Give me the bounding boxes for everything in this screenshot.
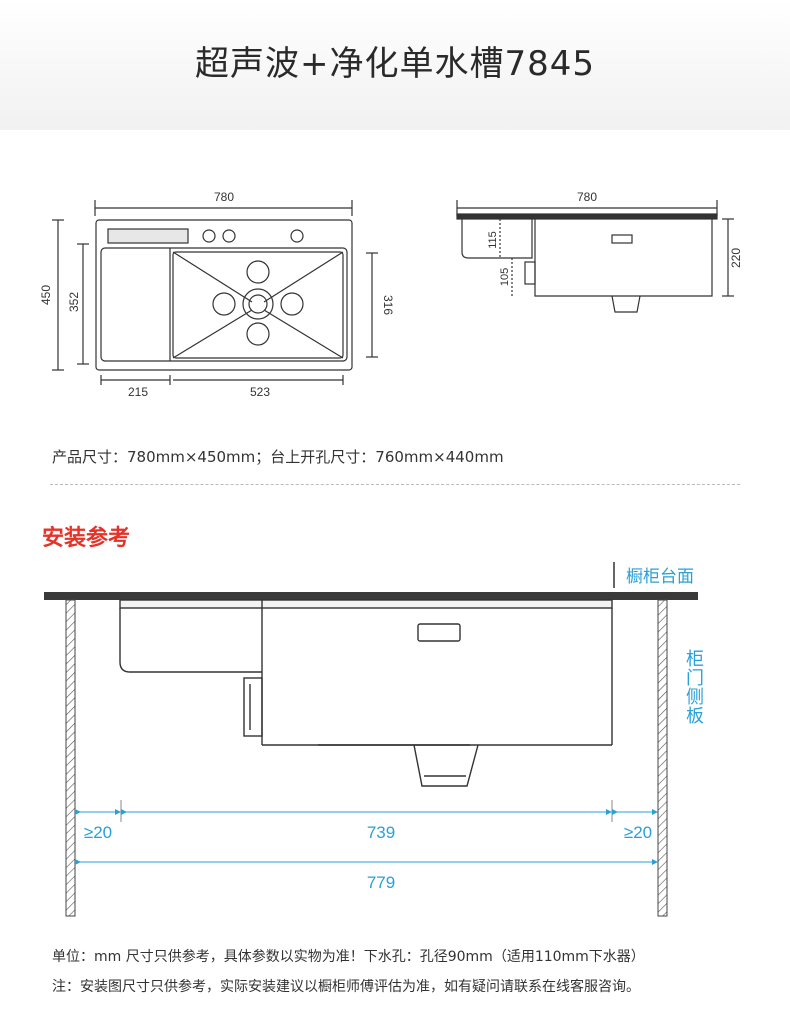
top-width-label: 780 (214, 190, 234, 204)
top-view (52, 200, 378, 385)
side-view-labels: 780 115 105 220 (487, 190, 743, 286)
side-depth-total-label: 220 (729, 248, 743, 268)
top-bowl-height-label: 316 (381, 295, 395, 315)
install-heading: 安装参考 (42, 526, 131, 551)
install-view: ≥20 739 ≥20 779 (44, 562, 698, 917)
top-height-label: 450 (39, 285, 53, 305)
side-view (456, 200, 734, 313)
gap-right-label: ≥20 (624, 823, 652, 842)
header-band (0, 0, 790, 130)
top-view-labels: 780 450 352 316 215 523 (39, 190, 395, 399)
note-2: 注：安装图尺寸只供参考，实际安装建议以橱柜师傅评估为准，如有疑问请联系在线客服咨… (52, 979, 640, 995)
side-depth-left-label: 115 (487, 231, 499, 249)
side-depth-small-label: 105 (499, 268, 511, 286)
divider (50, 484, 740, 485)
total-width-label: 779 (367, 873, 395, 892)
spec-line: 产品尺寸：780mm×450mm；台上开孔尺寸：760mm×440mm (52, 448, 504, 466)
inner-width-label: 739 (367, 823, 395, 842)
top-bowl-width-label: 523 (250, 385, 270, 399)
top-drainboard-label: 215 (128, 385, 148, 399)
page-title: 超声波+净化单水槽7845 (194, 44, 595, 84)
side-width-label: 780 (577, 190, 597, 204)
top-inner-height-label: 352 (67, 292, 81, 312)
countertop-label: 橱柜台面 (626, 567, 694, 587)
gap-left-label: ≥20 (84, 823, 112, 842)
note-1: 单位：mm 尺寸只供参考，具体参数以实物为准！下水孔：孔径90mm（适用110m… (52, 949, 645, 965)
side-panel-label: 柜门侧板 (686, 649, 704, 727)
